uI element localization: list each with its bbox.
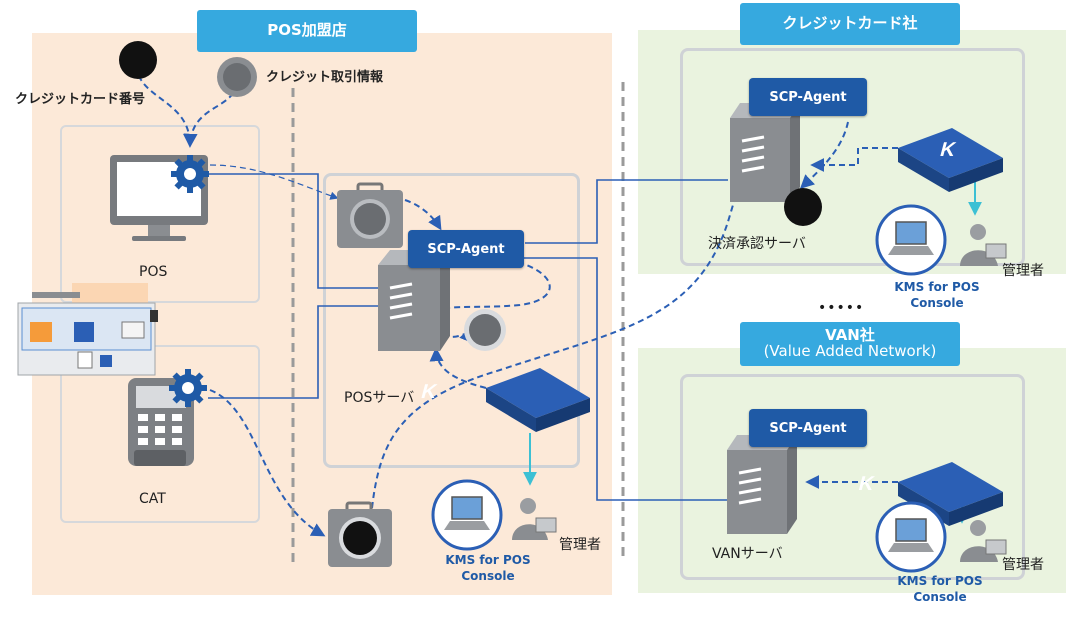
credit-server-frame [680, 48, 1025, 266]
credit-company-region [638, 30, 1066, 274]
credit-kms-line1: KMS for POS [894, 280, 980, 294]
kms-to-server-flow [429, 347, 487, 389]
van-server-tower-icon [727, 435, 797, 534]
credit-server-label: 決済承認サーバ [708, 236, 806, 252]
van-header-line2: (Value Added Network) [763, 342, 937, 360]
credit-company-header: クレジットカード社 [740, 3, 960, 45]
credit-transaction-label: クレジット取引情報 [266, 70, 384, 85]
pos-store-header: POS加盟店 [197, 10, 417, 52]
credit-console-laptop-icon [875, 204, 947, 276]
pos-scp-agent-box: SCP-Agent [408, 230, 524, 268]
transaction-data-disk [217, 57, 257, 97]
van-company-header: VAN社 (Value Added Network) [740, 322, 960, 366]
cat-gear-icon [169, 369, 207, 407]
pos-kms-line2: Console [461, 568, 515, 583]
case-to-scp-flow [404, 199, 442, 231]
pos-server-label: POSサーバ [344, 390, 415, 406]
svg-text:K: K [419, 381, 440, 403]
ellipsis-dots: ••••• [818, 300, 865, 316]
cat-label: CAT [139, 491, 166, 507]
pos-gear-icon [171, 155, 209, 193]
van-admin-label: 管理者 [1002, 557, 1044, 573]
credit-admin-figure-icon [960, 224, 1007, 266]
van-console-laptop-icon [875, 501, 947, 573]
scp-to-credit-server-flow [799, 121, 849, 189]
embedded-board-image [17, 283, 158, 376]
van-admin-figure-icon [960, 520, 1007, 562]
svg-text:K: K [938, 139, 959, 161]
van-server-label: VANサーバ [712, 546, 783, 562]
van-scp-agent-box: SCP-Agent [749, 409, 867, 447]
pos-label: POS [139, 264, 168, 280]
pos-admin-figure-icon [512, 498, 557, 540]
credit-kms-to-server [810, 147, 898, 172]
pos-admin-label: 管理者 [559, 537, 601, 553]
pos-kms-console-label: KMS for POS Console [438, 553, 538, 584]
pos-kms-line1: KMS for POS [445, 553, 531, 567]
server-data-disk [464, 309, 506, 351]
pos-server-frame [323, 173, 580, 468]
server-to-credit-line [525, 179, 728, 244]
credit-server-tower-icon [730, 103, 800, 202]
credit-server-data-circle [784, 188, 822, 226]
credit-kms-box-icon: K [898, 128, 1003, 192]
credit-scp-agent-box: SCP-Agent [749, 78, 867, 116]
pos-console-laptop-icon [431, 479, 503, 551]
server-to-van-line [520, 257, 728, 501]
credit-admin-label: 管理者 [1002, 263, 1044, 279]
cat-terminal-frame [60, 345, 260, 523]
van-kms-line2: Console [913, 589, 967, 604]
cat-to-case-flow [209, 389, 326, 537]
van-header-line1: VAN社 [825, 326, 875, 345]
pos-terminal-frame [60, 125, 260, 303]
credit-kms-line2: Console [910, 295, 964, 310]
cat-terminal-icon [128, 378, 194, 466]
cat-to-server-line [208, 305, 385, 399]
pos-to-server-line [208, 173, 385, 289]
briefcase-black-icon [328, 501, 392, 567]
briefcase-gray-icon [337, 182, 403, 248]
card-number-circle [119, 41, 157, 79]
van-kms-line1: KMS for POS [897, 574, 983, 588]
credit-kms-console-label: KMS for POS Console [887, 280, 987, 311]
pos-kms-box-icon: K [419, 368, 590, 432]
van-server-frame [680, 374, 1025, 580]
svg-text:K: K [856, 473, 877, 495]
van-kms-console-label: KMS for POS Console [890, 574, 990, 605]
credit-card-number-label: クレジットカード番号 [15, 92, 146, 107]
